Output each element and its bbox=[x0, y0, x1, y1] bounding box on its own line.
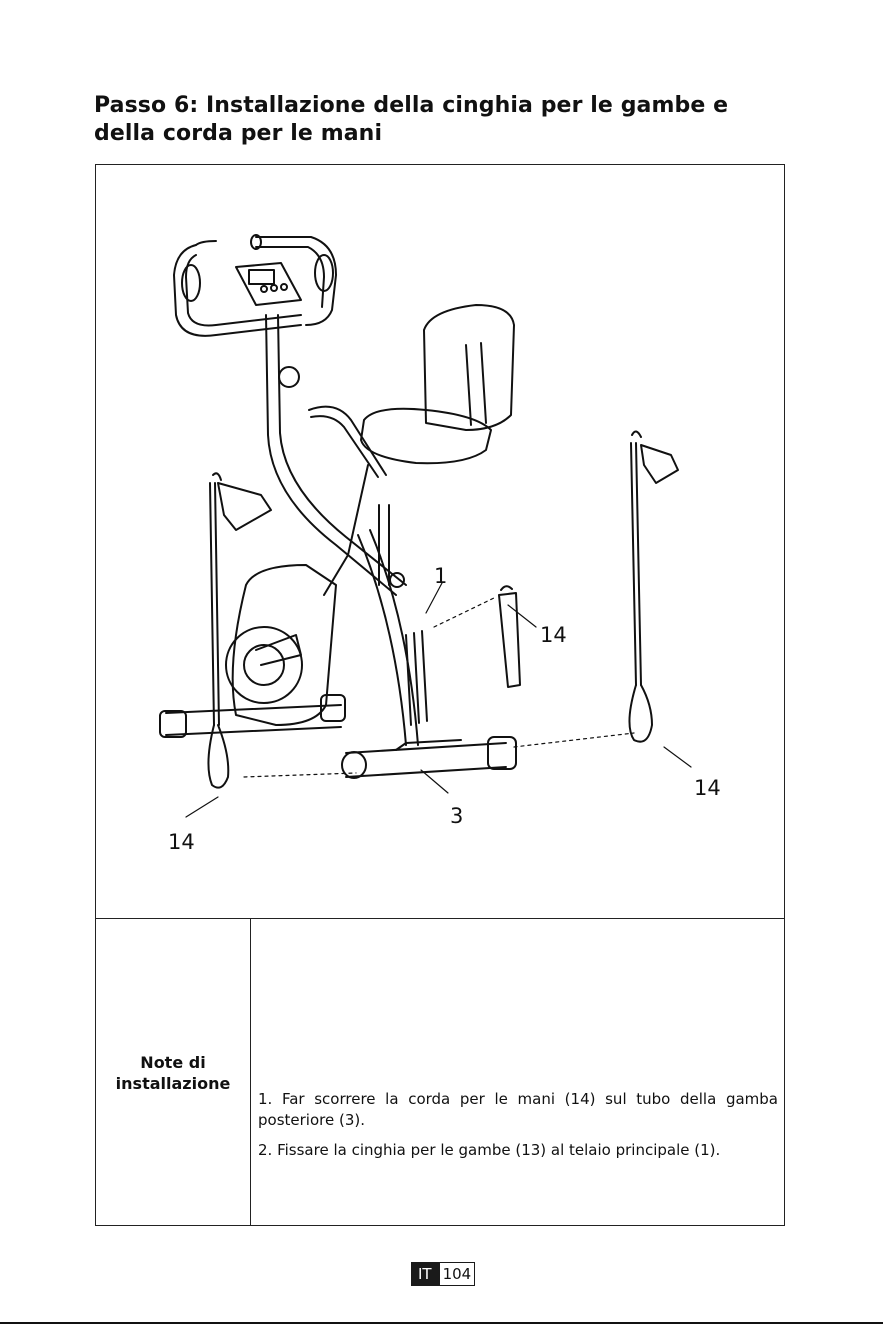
notes-text: 1. Far scorrere la corda per le mani (14… bbox=[258, 1089, 778, 1170]
exercise-bike-drawing: 1 14 14 3 14 bbox=[96, 165, 784, 918]
page-footer: IT 104 bbox=[411, 1262, 475, 1286]
installation-notes: Note di installazione 1. Far scorrere la… bbox=[96, 918, 784, 1226]
assembly-illustration: 1 14 14 3 14 bbox=[96, 165, 784, 918]
callout-3: 3 bbox=[450, 804, 463, 828]
callout-14-right: 14 bbox=[694, 776, 721, 800]
callout-14-rope: 14 bbox=[540, 623, 567, 647]
note-item: 1. Far scorrere la corda per le mani (14… bbox=[258, 1089, 778, 1131]
note-item: 2. Fissare la cinghia per le gambe (13) … bbox=[258, 1140, 778, 1161]
notes-label: Note di installazione bbox=[96, 919, 251, 1226]
callout-14-left: 14 bbox=[168, 830, 195, 854]
language-badge: IT bbox=[411, 1262, 439, 1286]
instruction-box: 1 14 14 3 14 Note di installazione 1. Fa… bbox=[95, 164, 785, 1226]
page-title: Passo 6: Installazione della cinghia per… bbox=[94, 92, 794, 148]
page-number: 104 bbox=[439, 1262, 476, 1286]
callout-1: 1 bbox=[434, 564, 447, 588]
